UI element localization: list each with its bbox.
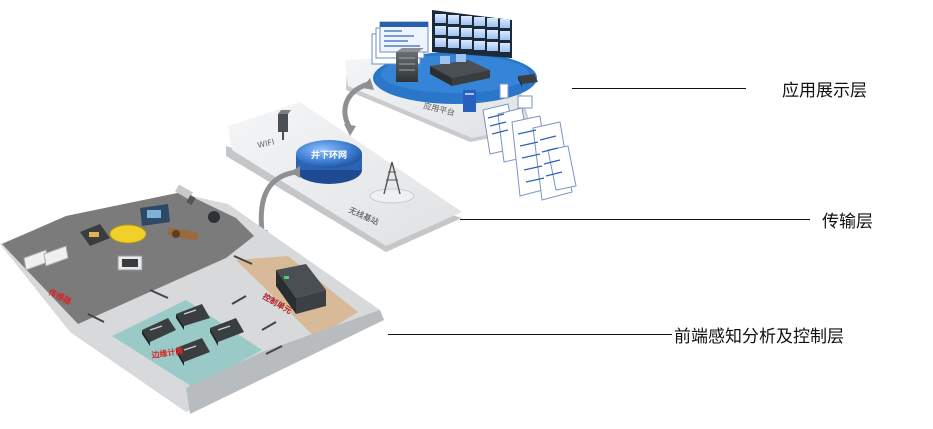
edge-box-1-icon <box>142 318 176 346</box>
link-arrows <box>87 255 283 355</box>
base-station-icon <box>369 161 415 204</box>
camera-icon <box>175 184 196 205</box>
connector-arrows <box>258 81 371 235</box>
edge-box-2-icon <box>176 304 210 330</box>
server-cabinet-icon <box>396 48 424 82</box>
frontend-layer: 传感器 控制单元 边缘计算 <box>0 184 384 414</box>
connector-network-to-platform <box>342 81 371 131</box>
edge-devices <box>142 304 244 366</box>
terminal-icon <box>518 74 538 87</box>
pc-tower-icon <box>463 90 476 112</box>
sensor-strip-icon <box>23 245 69 271</box>
link-arrow-4 <box>231 295 247 305</box>
video-wall-icon <box>432 10 512 58</box>
control-cabinet-icon <box>276 264 326 314</box>
wifi-ap-icon <box>278 110 291 140</box>
transmission-layer-label: 传输层 <box>822 212 873 232</box>
yellow-disc-icon <box>109 224 147 244</box>
edge-computing-label: 边缘计算 <box>150 346 184 360</box>
round-sensor-icon <box>208 211 220 223</box>
leader-line-transmission <box>460 219 810 220</box>
frontend-layer-label: 前端感知分析及控制层 <box>674 327 844 347</box>
edge-box-4-icon <box>176 338 210 366</box>
wifi-label: WIFI <box>257 138 276 150</box>
display-unit-icon <box>117 255 143 271</box>
link-arrow-5 <box>261 321 277 331</box>
leader-line-application <box>572 88 746 89</box>
sensor-devices <box>23 184 220 271</box>
application-layer-label: 应用展示层 <box>782 81 867 101</box>
report-documents-icon <box>482 83 577 201</box>
link-arrow-2 <box>149 289 169 299</box>
network-label: 井下环网 <box>311 149 347 161</box>
console-desk-icon <box>430 54 490 86</box>
frontend-slab-edge <box>186 310 384 414</box>
link-arrow-1 <box>87 313 105 323</box>
connector-network-to-frontend <box>258 169 299 235</box>
link-arrow-3 <box>233 255 253 265</box>
gas-sensor-icon <box>80 224 110 246</box>
monitor-box-icon <box>140 204 170 226</box>
link-arrow-6 <box>265 345 283 355</box>
application-layer: 应用平台 <box>345 10 577 201</box>
leader-line-frontend <box>388 334 672 335</box>
edge-box-3-icon <box>210 318 244 346</box>
pipe-sensor-icon <box>168 227 198 241</box>
ring-network-icon <box>296 140 362 184</box>
